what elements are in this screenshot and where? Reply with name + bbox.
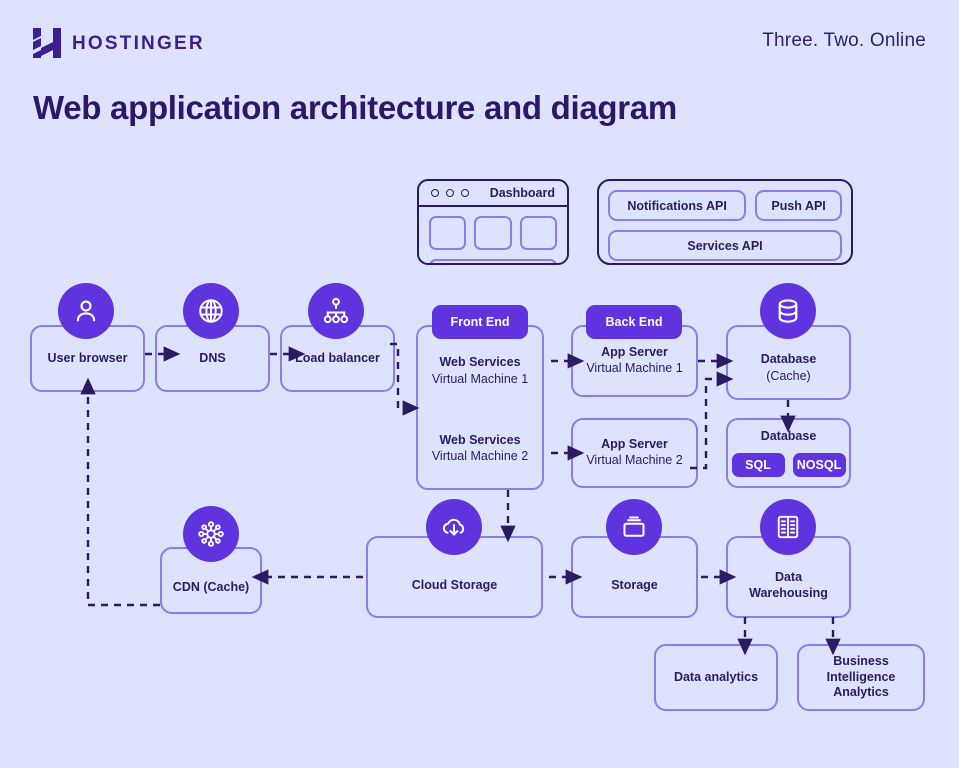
node-label: User browser — [47, 350, 128, 365]
api-bottom-row: Services API — [608, 230, 842, 261]
server-rack-icon — [760, 499, 816, 555]
node-label: Load balancer — [295, 350, 380, 365]
node-label: Data analytics — [673, 669, 759, 684]
node-label: Business Intelligence — [826, 654, 896, 684]
node-label: Storage — [611, 578, 658, 593]
node-sublabel: Virtual Machine 2 — [431, 449, 529, 464]
dashboard-mockup: Dashboard — [417, 179, 569, 265]
front-end-pill[interactable]: Front End — [432, 305, 528, 339]
database-tag-row: SQL NOSQL — [731, 452, 846, 477]
dashboard-body — [419, 207, 567, 263]
dashboard-cell — [429, 216, 467, 250]
dashboard-cell-row — [429, 216, 557, 250]
dashboard-titlebar: Dashboard — [419, 181, 567, 207]
api-group: Notifications API Push API Services API — [597, 179, 853, 265]
database-icon — [760, 283, 816, 339]
back-end-pill[interactable]: Back End — [586, 305, 682, 339]
sql-tag[interactable]: SQL — [731, 452, 785, 477]
api-top-row: Notifications API Push API — [608, 190, 842, 221]
dashboard-cell — [474, 216, 512, 250]
node-label: Web Services — [439, 355, 521, 369]
node-sublabel: Virtual Machine 2 — [586, 453, 683, 468]
node-label: Data — [774, 570, 803, 585]
node-sublabel: (Cache) — [766, 368, 811, 383]
logo-wordmark: HOSTINGER — [72, 32, 205, 54]
node-app-server-2[interactable]: App Server Virtual Machine 2 — [571, 418, 698, 488]
dashboard-cell — [519, 216, 557, 250]
dashboard-title: Dashboard — [489, 186, 555, 200]
node-web-services-1: Web Services Virtual Machine 1 — [432, 355, 528, 388]
load-balancer-icon — [308, 283, 364, 339]
node-label: DNS — [199, 350, 226, 365]
tagline: Three. Two. Online — [762, 30, 926, 51]
node-web-services-2: Web Services Virtual Machine 2 — [432, 433, 528, 466]
globe-icon — [183, 283, 239, 339]
notifications-api-box[interactable]: Notifications API — [608, 190, 747, 221]
node-sublabel: Analytics — [833, 685, 889, 700]
nosql-tag[interactable]: NOSQL — [792, 452, 846, 477]
cdn-icon — [183, 506, 239, 562]
node-data-analytics[interactable]: Data analytics — [654, 644, 778, 711]
user-icon — [58, 283, 114, 339]
node-database[interactable]: Database SQL NOSQL — [726, 418, 851, 488]
node-label: App Server — [601, 436, 668, 451]
push-api-box[interactable]: Push API — [755, 190, 842, 221]
dashboard-wide-panel — [429, 259, 557, 263]
node-front-end-group[interactable]: Web Services Virtual Machine 1 Web Servi… — [416, 325, 544, 490]
node-label: Web Services — [439, 432, 521, 447]
cloud-download-icon — [426, 499, 482, 555]
node-bi-analytics[interactable]: Business Intelligence Analytics — [797, 644, 925, 711]
page-title: Web application architecture and diagram — [33, 89, 677, 126]
node-label: Database — [760, 429, 817, 444]
node-sublabel: Virtual Machine 1 — [586, 361, 683, 376]
services-api-box[interactable]: Services API — [608, 230, 842, 261]
window-dots-icon — [431, 189, 469, 197]
node-sublabel: Virtual Machine 1 — [431, 371, 529, 386]
node-label: App Server — [601, 344, 668, 359]
hostinger-logo: HOSTINGER — [33, 28, 205, 58]
node-label: Cloud Storage — [411, 578, 498, 593]
node-sublabel: Warehousing — [749, 586, 828, 600]
node-label: Database — [760, 352, 817, 367]
storage-box-icon — [606, 499, 662, 555]
hostinger-h-logo-icon — [33, 28, 61, 58]
node-label: CDN (Cache) — [172, 579, 250, 594]
